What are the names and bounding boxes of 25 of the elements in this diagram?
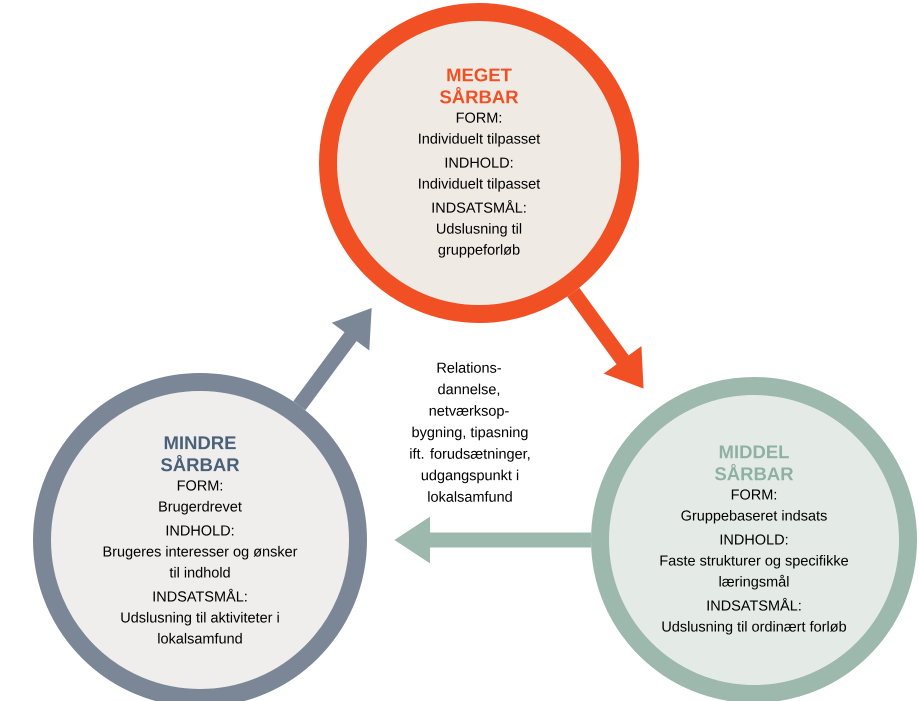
circle-node: [319, 3, 639, 323]
field-value: Faste strukturer og specifikke læringsmål: [660, 555, 848, 590]
field-label: FORM:: [456, 112, 502, 123]
field-label: INDSATSMÅL:: [708, 598, 800, 611]
field-value: Brugeres interesser og ønsker til indhold: [104, 546, 298, 578]
note-text: Relations- dannelse, netværksop- bygning, tipasning ift. forudsætninger, udgangspunkt i lokalsamfund: [410, 362, 530, 502]
field-value: Udslusning til gruppeforløb: [437, 223, 522, 258]
field-label: INDHOLD:: [446, 157, 512, 168]
circle-node: [33, 373, 367, 701]
field-label: INDHOLD:: [166, 525, 234, 536]
circle-node: [591, 377, 917, 701]
circle-heading: MINDRE SÅRBAR: [160, 436, 240, 472]
circle-heading: MEGET SÅRBAR: [440, 68, 518, 104]
field-label: INDSATSMÅL:: [154, 588, 246, 602]
field-value: Individuelt tilpasset: [419, 133, 540, 147]
field-value: Udslusning til ordinært forløb: [662, 621, 846, 635]
circle-heading: MIDDEL SÅRBAR: [714, 445, 794, 480]
field-value: Gruppebaseret indsats: [681, 510, 827, 524]
field-label: INDSATSMÅL:: [432, 200, 526, 213]
field-value: Individuelt tilpasset: [419, 178, 540, 192]
field-label: INDHOLD:: [720, 534, 788, 545]
field-label: FORM:: [732, 489, 776, 500]
field-label: FORM:: [178, 480, 222, 491]
field-value: Brugerdrevet: [159, 500, 242, 514]
field-value: Udslusning til aktiviteter i lokalsamfund: [121, 612, 279, 644]
